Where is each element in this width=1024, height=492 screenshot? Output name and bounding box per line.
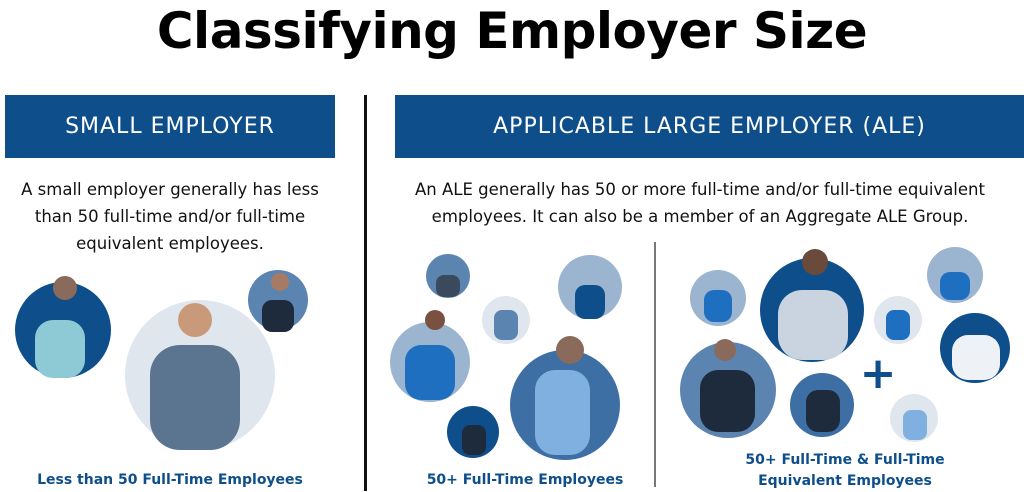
person-illustration [15,276,111,378]
ale-banner: APPLICABLE LARGE EMPLOYER (ALE) [395,95,1024,158]
ale-equivalent-caption: 50+ Full-Time & Full-Time Equivalent Emp… [745,452,945,489]
person-illustration [680,247,1010,442]
small-employer-description: A small employer generally has less than… [21,180,319,253]
ale-description: An ALE generally has 50 or more full-tim… [415,180,985,226]
ale-subdivider [654,242,656,487]
person-illustration [125,300,275,450]
page-title: Classifying Employer Size [156,2,868,60]
plus-icon: + [859,348,897,399]
small-employer-banner: SMALL EMPLOYER [5,95,335,158]
person-illustration [248,270,308,332]
small-employer-caption: Less than 50 Full-Time Employees [37,472,303,488]
person-illustration [390,254,622,460]
section-divider [364,95,367,491]
ale-fulltime-caption: 50+ Full-Time Employees [426,472,624,488]
